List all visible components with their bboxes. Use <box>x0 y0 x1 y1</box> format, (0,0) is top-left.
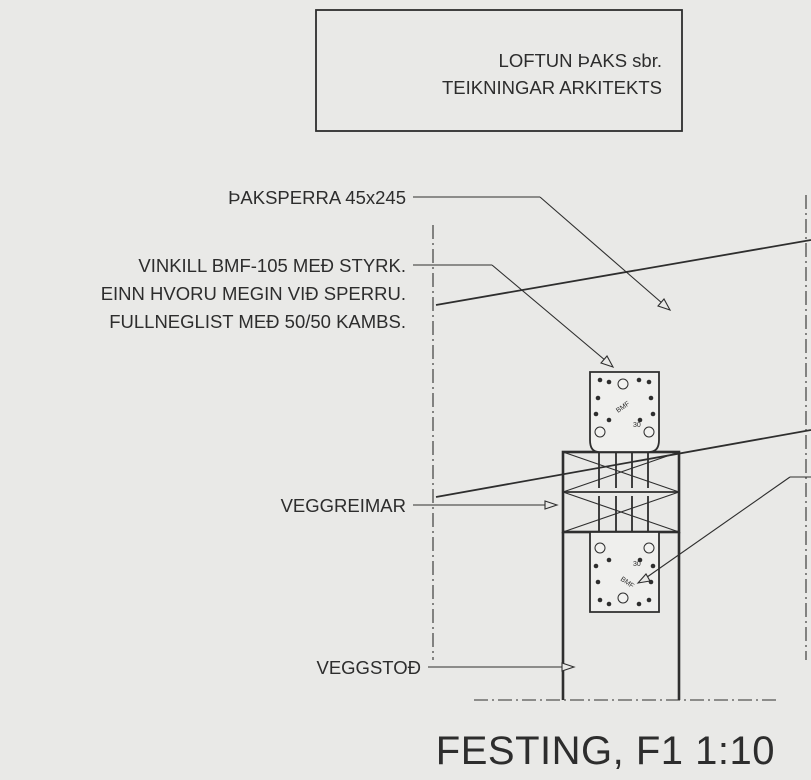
note-box-line-1: LOFTUN ÞAKS sbr. <box>499 50 662 71</box>
leader-line <box>539 196 671 311</box>
leader-arrow <box>544 500 559 510</box>
bracket-nail-hole <box>637 417 643 423</box>
plate-cross <box>562 451 680 493</box>
bracket-nail-hole <box>650 563 656 569</box>
bracket-nail-hole <box>597 377 603 383</box>
leader-right <box>636 476 811 584</box>
leader-arrow <box>636 573 651 584</box>
bracket-nail-hole <box>606 557 612 563</box>
bracket-bottom: BMF 30 <box>589 531 660 613</box>
bracket-nail-hole <box>595 395 601 401</box>
bracket-top-number: 30 <box>633 422 641 429</box>
leader-arrow <box>657 298 672 311</box>
bracket-bottom-plate <box>589 531 660 613</box>
bracket-nail-hole <box>606 379 612 385</box>
drawing-title: FESTING, F1 1:10 <box>436 729 775 773</box>
bracket-nail-hole <box>646 379 652 385</box>
leader-wall-stud <box>428 662 576 672</box>
bracket-hole <box>643 542 655 554</box>
bracket-nail-hole <box>636 601 642 607</box>
bracket-nail-hole <box>648 395 654 401</box>
rafter-top-edge <box>435 239 811 306</box>
plate-cross <box>562 491 680 533</box>
bracket-nail-hole <box>595 579 601 585</box>
note-box-frame <box>315 9 683 132</box>
wall-stud <box>561 532 681 700</box>
bracket-hole <box>643 426 655 438</box>
bracket-nail-hole <box>606 601 612 607</box>
label-rafter: ÞAKSPERRA 45x245 <box>228 187 406 208</box>
bracket-nail-hole <box>636 377 642 383</box>
bracket-nail-hole <box>593 411 599 417</box>
bracket-top: BMF 30 <box>589 371 660 453</box>
bracket-nail-hole <box>637 557 643 563</box>
leader-wall-plates <box>413 500 559 510</box>
label-bracket-line-2: EINN HVORU MEGIN VIÐ SPERRU. <box>101 283 406 304</box>
bracket-nail-hole <box>646 597 652 603</box>
label-wall-stud: VEGGSTOÐ <box>316 657 421 678</box>
bracket-hole <box>617 378 629 390</box>
bracket-nail-hole <box>597 597 603 603</box>
note-box: LOFTUN ÞAKS sbr. TEIKNINGAR ARKITEKTS <box>315 9 683 132</box>
leader-line <box>639 476 791 583</box>
bracket-nail-hole <box>606 417 612 423</box>
bracket-hole <box>594 426 606 438</box>
bracket-bottom-number: 30 <box>633 561 641 568</box>
bracket-top-plate <box>589 371 660 453</box>
leader-arrow <box>561 662 576 672</box>
nails <box>598 450 649 538</box>
rafter-bottom-edge <box>435 429 811 498</box>
leader-rafter <box>413 196 672 311</box>
bracket-nail-hole <box>650 411 656 417</box>
leader-bracket <box>413 264 615 368</box>
bracket-nail-hole <box>593 563 599 569</box>
label-wall-plates: VEGGREIMAR <box>281 495 406 516</box>
label-bracket-line-3: FULLNEGLIST MEÐ 50/50 KAMBS. <box>109 311 406 332</box>
leader-arrow <box>600 355 615 368</box>
bracket-hole <box>617 592 629 604</box>
bracket-hole <box>594 542 606 554</box>
leader-line <box>491 264 613 367</box>
note-box-line-2: TEIKNINGAR ARKITEKTS <box>442 77 662 98</box>
label-bracket-line-1: VINKILL BMF-105 MEÐ STYRK. <box>138 255 406 276</box>
